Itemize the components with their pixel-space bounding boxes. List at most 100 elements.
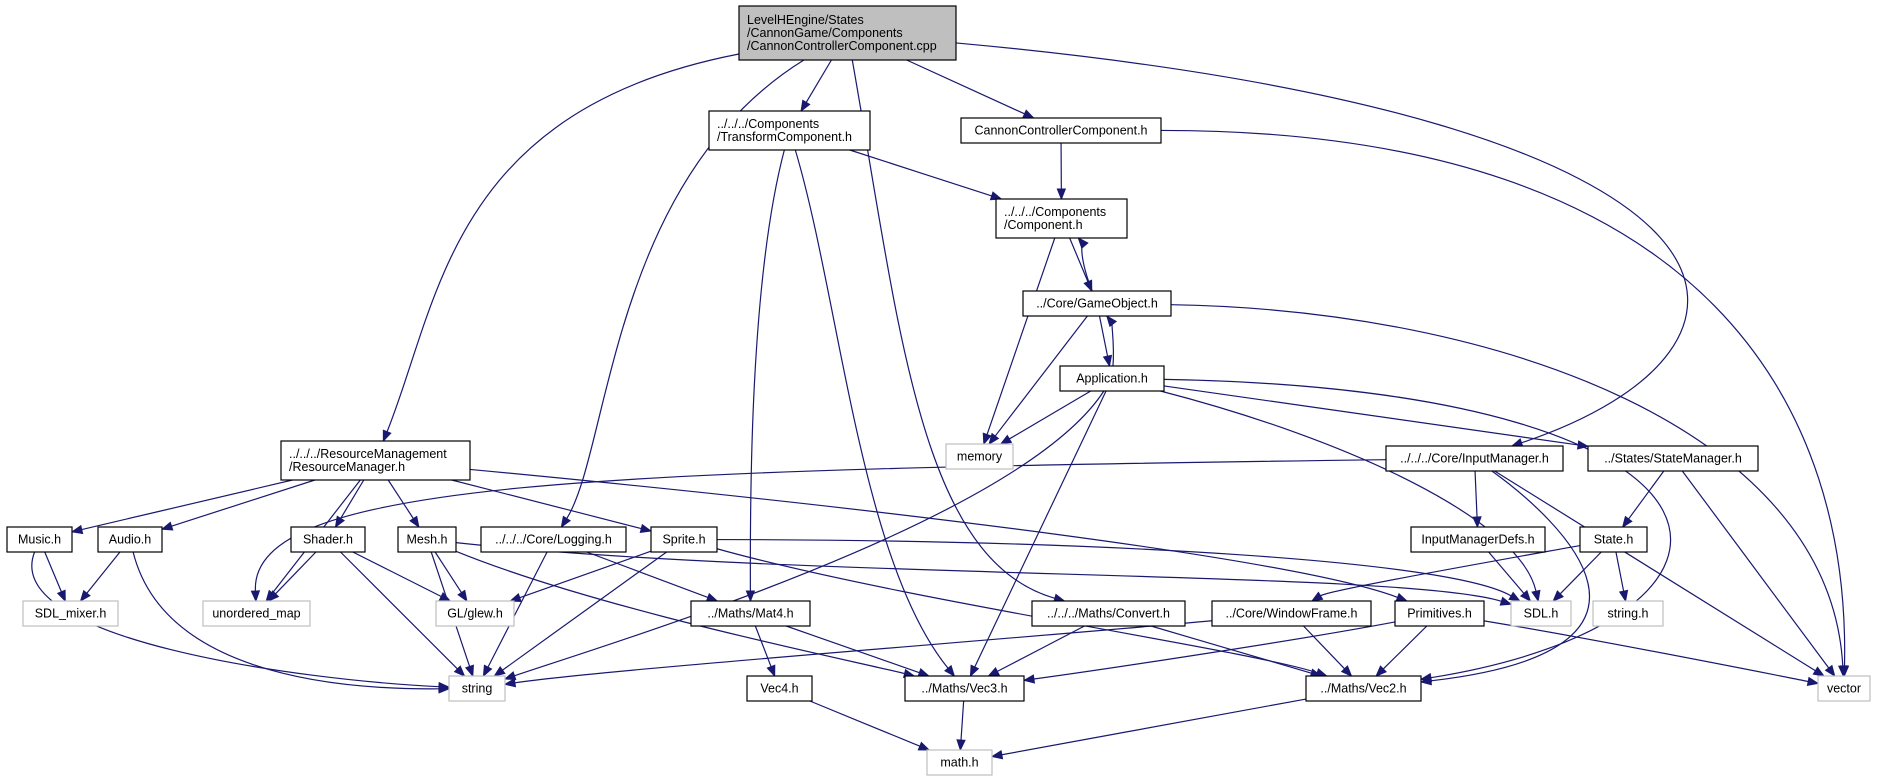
- node-vec3[interactable]: ../Maths/Vec3.h: [904, 675, 1025, 702]
- node-logging[interactable]: ../../../Core/Logging.h: [480, 526, 627, 553]
- node-statemgr[interactable]: ../States/StateManager.h: [1587, 445, 1759, 472]
- node-shader[interactable]: Shader.h: [290, 526, 366, 553]
- edge-mat4-to-vec4: [754, 625, 772, 667]
- edge-component-to-memory: [986, 237, 1056, 435]
- edge-root-to-resmgr: [386, 53, 740, 432]
- edge-logging-to-mat4: [586, 551, 709, 599]
- edge-gameobject-to-vector: [1170, 304, 1844, 667]
- node-box-shader: [290, 526, 366, 553]
- node-vector: vector: [1817, 675, 1871, 702]
- edge-primitives-to-vec2: [1382, 625, 1428, 670]
- edge-application-to-string: [514, 390, 1105, 677]
- node-convert[interactable]: ../../../Maths/Convert.h: [1031, 600, 1186, 627]
- node-label-string-0: string: [462, 682, 493, 696]
- node-box-vec3: [904, 675, 1025, 702]
- node-label-vec3-0: ../Maths/Vec3.h: [921, 682, 1007, 696]
- arrowhead-shader-to-string: [453, 665, 466, 677]
- edge-application-to-memory: [1009, 390, 1092, 440]
- edge-audio-to-sdlmixer: [86, 551, 121, 594]
- node-mat4[interactable]: ../Maths/Mat4.h: [690, 600, 811, 627]
- arrowhead-state-to-sdl: [1552, 590, 1564, 602]
- node-box-mesh: [397, 526, 457, 553]
- arrowhead-resmgr-to-sprite: [639, 523, 653, 534]
- node-label-mesh-0: Mesh.h: [407, 533, 448, 547]
- node-audio[interactable]: Audio.h: [97, 526, 163, 553]
- node-component[interactable]: ../../../Components/Component.h: [995, 198, 1128, 239]
- edge-primitives-to-vec3: [1033, 621, 1396, 680]
- node-inputdefs[interactable]: InputManagerDefs.h: [1410, 526, 1546, 553]
- node-mesh[interactable]: Mesh.h: [397, 526, 457, 553]
- edge-component-to-gameobject: [1069, 237, 1089, 283]
- node-box-vec2: [1305, 675, 1422, 702]
- node-transform[interactable]: ../../../Components/TransformComponent.h: [708, 110, 871, 151]
- node-box-gameobject: [1022, 290, 1172, 317]
- edge-root-to-convert: [851, 59, 1056, 599]
- edge-resmgr-to-mesh: [387, 479, 414, 519]
- node-label-resmgr-0: ../../../ResourceManagement: [289, 447, 447, 461]
- node-root: LevelHEngine/States/CannonGame/Component…: [738, 5, 957, 61]
- node-inputmgr[interactable]: ../../../Core/InputManager.h: [1385, 445, 1564, 472]
- node-box-component: [995, 198, 1128, 239]
- node-label-component-1: /Component.h: [1004, 218, 1083, 232]
- node-label-inputmgr-0: ../../../Core/InputManager.h: [1400, 452, 1549, 466]
- edge-state-to-stringh: [1615, 551, 1625, 592]
- node-vec2[interactable]: ../Maths/Vec2.h: [1305, 675, 1422, 702]
- node-sprite[interactable]: Sprite.h: [650, 526, 718, 553]
- edge-logging-to-string: [487, 551, 548, 668]
- node-box-vec4: [746, 675, 813, 702]
- node-vec4[interactable]: Vec4.h: [746, 675, 813, 702]
- node-windowframe[interactable]: ../Core/WindowFrame.h: [1211, 600, 1372, 627]
- node-box-sdlmixer: [22, 600, 119, 627]
- edge-resmgr-to-shader: [340, 479, 365, 519]
- edge-audio-to-string: [132, 551, 440, 690]
- arrowhead-sprite-to-sdl: [1508, 591, 1521, 602]
- arrowhead-root-to-cannonh: [1022, 109, 1035, 119]
- edge-vec2-to-math: [1001, 698, 1307, 756]
- node-box-sprite: [650, 526, 718, 553]
- node-label-stringh-0: string.h: [1608, 607, 1649, 621]
- edge-music-to-string: [31, 551, 440, 688]
- node-box-cannonh: [960, 117, 1162, 144]
- arrowhead-windowframe-to-vec2: [1340, 665, 1353, 677]
- node-label-inputdefs-0: InputManagerDefs.h: [1421, 533, 1534, 547]
- node-memory: memory: [945, 443, 1014, 470]
- node-label-transform-1: /TransformComponent.h: [717, 130, 852, 144]
- node-label-primitives-0: Primitives.h: [1407, 607, 1472, 621]
- arrowhead-root-to-resmgr: [382, 429, 392, 443]
- node-box-windowframe: [1211, 600, 1372, 627]
- node-state[interactable]: State.h: [1579, 526, 1648, 553]
- edge-shader-to-glew: [352, 551, 442, 598]
- node-cannonh[interactable]: CannonControllerComponent.h: [960, 117, 1162, 144]
- edge-application-to-sdl: [1160, 390, 1537, 592]
- edge-mesh-to-glew: [434, 551, 462, 593]
- arrowhead-logging-to-mat4: [705, 592, 719, 602]
- arrowhead-mesh-to-glew: [457, 589, 468, 603]
- arrowhead-state-to-stringh: [1618, 589, 1629, 603]
- node-application[interactable]: Application.h: [1059, 365, 1165, 392]
- edge-application-to-statemgr: [1163, 385, 1579, 446]
- arrowhead-resmgr-to-music: [70, 524, 84, 535]
- arrowhead-windowframe-to-string: [503, 678, 517, 688]
- arrowhead-cannonh-to-component: [1056, 188, 1067, 201]
- arrowhead-primitives-to-vec2: [1375, 665, 1387, 677]
- arrowhead-mat4-to-vec3: [917, 668, 931, 677]
- node-sdlmixer: SDL_mixer.h: [22, 600, 119, 627]
- node-glew: GL/glew.h: [435, 600, 515, 627]
- arrowhead-component-to-memory: [982, 432, 992, 446]
- arrowhead-component-to-gameobject: [1083, 279, 1093, 293]
- node-resmgr[interactable]: ../../../ResourceManagement/ResourceMana…: [280, 440, 471, 481]
- node-label-gameobject-0: ../Core/GameObject.h: [1036, 297, 1158, 311]
- arrowhead-primitives-to-vec3: [1022, 674, 1036, 684]
- node-layer: LevelHEngine/States/CannonGame/Component…: [6, 5, 1871, 776]
- node-primitives[interactable]: Primitives.h: [1394, 600, 1485, 627]
- node-music[interactable]: Music.h: [6, 526, 73, 553]
- node-label-logging-0: ../../../Core/Logging.h: [495, 533, 612, 547]
- node-gameobject[interactable]: ../Core/GameObject.h: [1022, 290, 1172, 317]
- arrowhead-sprite-to-string: [493, 666, 506, 677]
- edge-primitives-to-vector: [1483, 620, 1809, 683]
- edge-vec4-to-math: [809, 700, 921, 747]
- arrowhead-root-to-transform: [800, 99, 811, 113]
- edge-state-to-sdl: [1559, 551, 1602, 595]
- arrowhead-root-to-logging: [560, 515, 572, 529]
- edge-transform-to-vec3: [794, 149, 949, 669]
